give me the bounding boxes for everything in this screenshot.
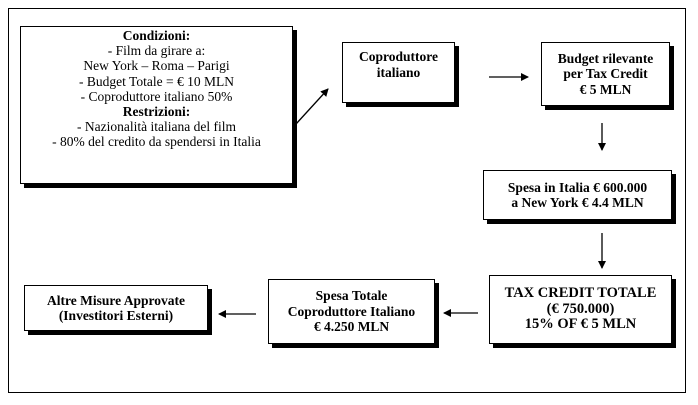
- conditions-line: New York – Roma – Parigi: [83, 58, 230, 74]
- coproducer-line: Coproduttore: [358, 49, 438, 64]
- coproducer-box: Coproduttore italiano: [342, 42, 455, 103]
- tax-credit-line: (€ 750.000): [546, 300, 615, 317]
- restrictions-heading: Restrizioni:: [122, 104, 191, 120]
- other-measures-line: Altre Misure Approvate: [47, 292, 185, 308]
- conditions-box: Condizioni: - Film da girare a: New York…: [20, 26, 293, 184]
- spending-line: a New York € 4.4 MLN: [511, 195, 644, 210]
- total-spending-box: Spesa Totale Coproduttore Italiano € 4.2…: [268, 279, 435, 344]
- conditions-line: - Coproduttore italiano 50%: [80, 88, 233, 104]
- conditions-line: - Film da girare a:: [107, 43, 206, 59]
- total-spending-line: Spesa Totale: [315, 288, 388, 304]
- budget-line: Budget rilevante: [557, 50, 654, 66]
- coproducer-line: italiano: [376, 64, 421, 80]
- other-measures-box: Altre Misure Approvate (Investitori Este…: [24, 285, 208, 331]
- total-spending-line: Coproduttore Italiano: [287, 303, 416, 319]
- tax-credit-line: TAX CREDIT TOTALE: [504, 285, 657, 302]
- diagram-frame: [8, 8, 686, 393]
- budget-box: Budget rilevante per Tax Credit € 5 MLN: [541, 42, 670, 106]
- conditions-heading: Condizioni:: [122, 28, 191, 43]
- budget-line: per Tax Credit: [563, 66, 648, 82]
- budget-line: € 5 MLN: [579, 81, 632, 97]
- spending-box: Spesa in Italia € 600.000 a New York € 4…: [483, 170, 672, 220]
- restrictions-line: - 80% del credito da spendersi in Italia: [52, 134, 261, 150]
- tax-credit-line: 15% OF € 5 MLN: [524, 316, 637, 333]
- arrow-conditions-to-coproducer: [295, 88, 329, 125]
- other-measures-line: (Investitori Esterni): [58, 308, 174, 323]
- total-spending-line: € 4.250 MLN: [313, 319, 390, 335]
- restrictions-line: - Nazionalità italiana del film: [77, 119, 236, 135]
- conditions-line: - Budget Totale = € 10 MLN: [79, 73, 234, 89]
- spending-line: Spesa in Italia € 600.000: [507, 179, 648, 195]
- tax-credit-box: TAX CREDIT TOTALE (€ 750.000) 15% OF € 5…: [489, 275, 672, 344]
